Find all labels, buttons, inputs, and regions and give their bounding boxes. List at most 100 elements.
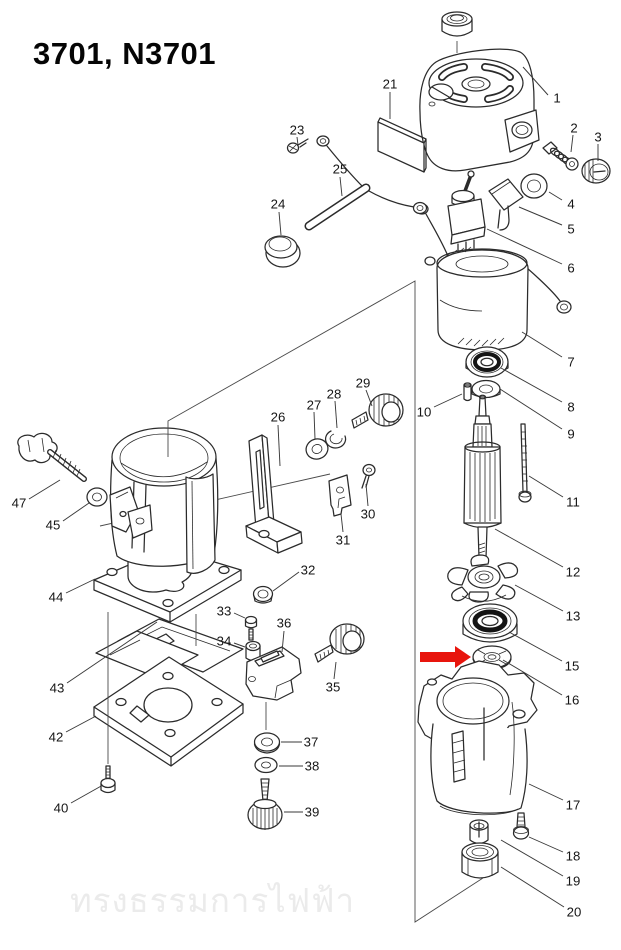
leader-line-23 <box>296 136 299 146</box>
leader-line-13 <box>514 584 564 612</box>
part-20-collet-nut <box>461 842 499 879</box>
part-callout-24: 24 <box>271 197 286 212</box>
leader-line-32 <box>272 571 300 592</box>
leader-line-33 <box>233 612 246 619</box>
part-callout-39: 39 <box>305 805 320 820</box>
part-callout-45: 45 <box>46 518 61 533</box>
alignment-lines <box>107 41 484 923</box>
leader-line-9 <box>499 388 563 430</box>
part-callout-3: 3 <box>594 130 601 145</box>
part-47-wing-bolt <box>17 432 87 482</box>
part-callout-10: 10 <box>417 405 432 420</box>
part-23-screw <box>286 138 309 154</box>
leader-line-10 <box>433 393 463 408</box>
part-callout-28: 28 <box>327 387 342 402</box>
part-35-thumb-screw <box>314 623 365 663</box>
part-callout-15: 15 <box>565 659 580 674</box>
part-2-carbon-brush <box>542 141 579 171</box>
part-callout-27: 27 <box>307 398 322 413</box>
part-34-sleeve <box>245 640 261 662</box>
part-27-washer <box>305 438 329 460</box>
part-9-washer <box>471 379 501 399</box>
part-1-motor-housing-top <box>419 11 540 172</box>
watermark-text: ทรงธรรมการไฟฟ้า <box>70 882 356 919</box>
leader-line-40 <box>70 784 104 804</box>
part-24-cap <box>264 235 301 268</box>
leader-line-31 <box>340 513 344 533</box>
part-callout-12: 12 <box>566 565 581 580</box>
part-31-clip-plate <box>328 474 352 517</box>
part-19-collet-cone <box>469 819 489 845</box>
part-callout-37: 37 <box>304 735 319 750</box>
part-callout-40: 40 <box>54 801 69 816</box>
part-26-guide-bracket <box>245 434 303 554</box>
leader-line-20 <box>500 866 565 908</box>
leader-line-6 <box>486 228 563 265</box>
part-13-fan <box>447 554 519 603</box>
part-callout-19: 19 <box>566 874 581 889</box>
part-callout-5: 5 <box>567 222 574 237</box>
leader-line-27 <box>313 411 316 440</box>
leader-line-47 <box>28 479 61 500</box>
part-38-washer <box>254 756 278 774</box>
part-12-armature <box>463 394 502 559</box>
part-5-capacitor <box>488 178 524 231</box>
leader-line-19 <box>500 839 564 877</box>
part-15-ball-bearing <box>462 603 518 643</box>
part-29-thumb-screw <box>351 393 404 429</box>
leader-line-8 <box>500 367 563 403</box>
part-6-switch <box>447 170 486 253</box>
highlight-arrow <box>420 646 471 668</box>
part-callout-34: 34 <box>217 634 232 649</box>
part-callout-9: 9 <box>567 427 574 442</box>
leader-line-36 <box>281 630 285 653</box>
leader-line-26 <box>277 424 281 467</box>
part-37-washer <box>253 732 281 754</box>
leader-line-42 <box>65 715 97 733</box>
part-callout-44: 44 <box>49 590 64 605</box>
leader-line-16 <box>502 659 563 696</box>
leader-line-30 <box>365 483 369 507</box>
part-callout-6: 6 <box>567 261 574 276</box>
part-45-washer <box>86 487 108 507</box>
part-7-field-coil <box>415 203 572 351</box>
part-callout-36: 36 <box>277 616 292 631</box>
leader-line-18 <box>528 836 564 853</box>
part-28-spring-washer <box>324 430 347 449</box>
part-callout-38: 38 <box>305 759 320 774</box>
leader-line-17 <box>528 783 564 801</box>
leader-line-2 <box>570 134 574 153</box>
part-callout-29: 29 <box>356 376 371 391</box>
part-33-screw <box>244 615 258 641</box>
leader-line-44 <box>65 578 96 594</box>
part-11-screw <box>518 423 532 503</box>
part-callout-11: 11 <box>566 495 580 510</box>
part-callout-2: 2 <box>570 121 577 136</box>
part-callout-33: 33 <box>217 604 232 619</box>
leader-line-4 <box>548 191 563 201</box>
leader-line-24 <box>278 211 282 236</box>
part-10-pin <box>463 382 472 402</box>
leader-line-12 <box>494 528 564 568</box>
part-callout-1: 1 <box>553 91 560 106</box>
part-callouts: 1234567891011121315161718192021232425262… <box>12 66 602 920</box>
part-callout-17: 17 <box>566 798 581 813</box>
leader-line-29 <box>365 389 373 407</box>
part-36-clamp-block <box>245 646 302 701</box>
part-44-base-assembly <box>93 427 242 623</box>
leader-line-43 <box>66 621 158 684</box>
part-39-thumb-screw <box>247 778 283 830</box>
leader-line-25 <box>339 176 343 197</box>
part-17-motor-housing-base <box>417 660 538 816</box>
part-42-base-plate <box>93 656 244 767</box>
page-title: 3701, N3701 <box>33 36 217 71</box>
part-callout-23: 23 <box>290 123 305 138</box>
leader-line-15 <box>508 631 563 662</box>
part-callout-42: 42 <box>49 730 64 745</box>
part-40-screw <box>100 765 116 794</box>
part-21-name-plate <box>377 117 427 173</box>
part-callout-16: 16 <box>565 693 580 708</box>
part-callout-21: 21 <box>383 77 398 92</box>
